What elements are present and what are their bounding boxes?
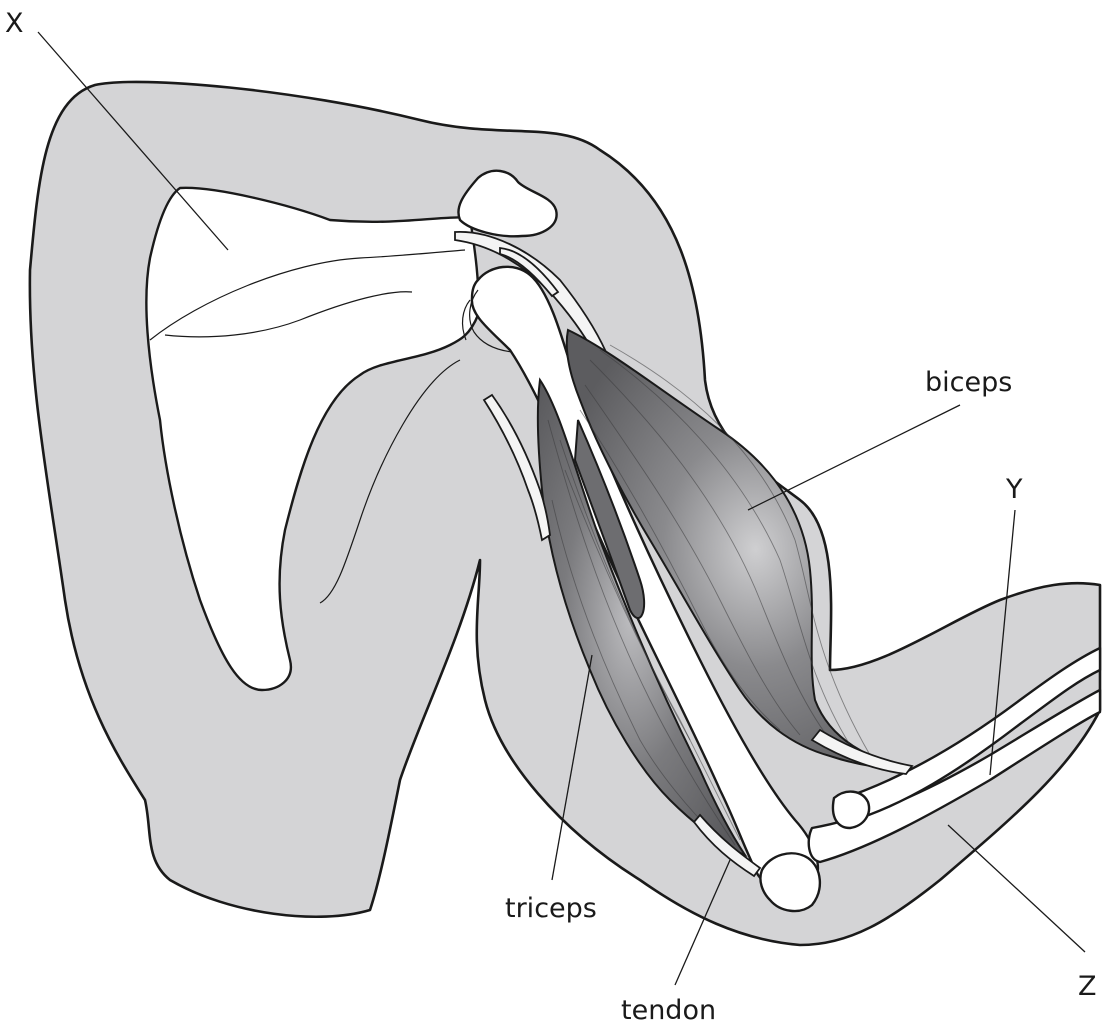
leader-biceps — [748, 405, 960, 510]
label-x: X — [5, 8, 24, 39]
label-triceps: triceps — [505, 893, 597, 924]
radial-head — [833, 792, 869, 828]
label-biceps: biceps — [925, 367, 1012, 398]
label-y: Y — [1005, 474, 1023, 505]
leader-z — [948, 825, 1085, 952]
label-z: Z — [1078, 971, 1097, 1002]
label-tendon: tendon — [621, 995, 716, 1026]
